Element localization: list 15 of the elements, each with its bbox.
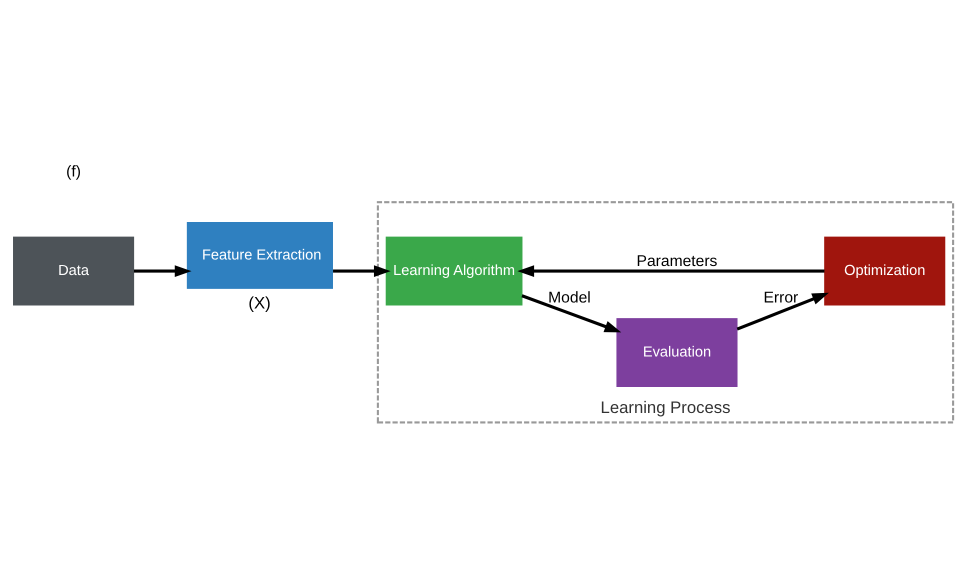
arrow bbox=[517, 265, 824, 277]
node-box: Optimization bbox=[824, 236, 946, 306]
node-label: (X) bbox=[248, 293, 271, 312]
node-box: Evaluation bbox=[616, 318, 738, 387]
arrow bbox=[333, 265, 391, 277]
label: (f) bbox=[66, 164, 81, 181]
arrow bbox=[736, 292, 829, 331]
edge-label: Parameters bbox=[636, 252, 718, 270]
arrow bbox=[134, 265, 192, 277]
edge-label: Error bbox=[763, 289, 798, 306]
node-box: Data bbox=[13, 236, 134, 306]
node-box: Learning Algorithm bbox=[386, 236, 522, 306]
node-box: Feature Extraction bbox=[186, 222, 333, 289]
edge-label: Model bbox=[548, 289, 591, 306]
arrow bbox=[521, 294, 622, 332]
